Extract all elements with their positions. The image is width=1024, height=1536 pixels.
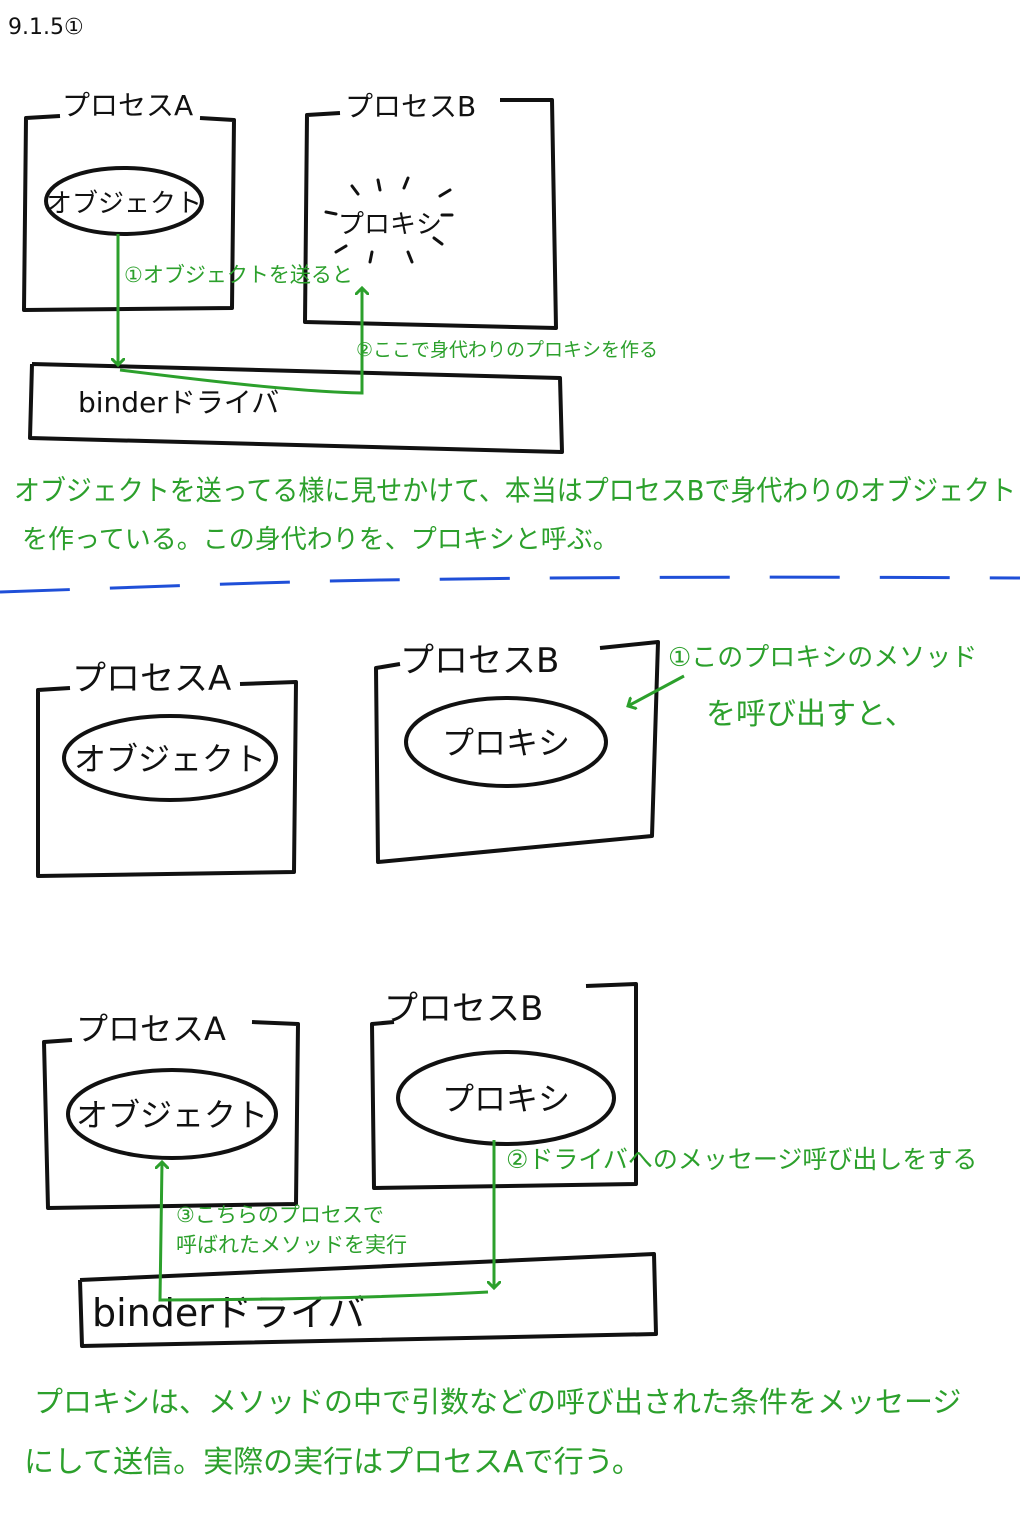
section-divider (0, 575, 1021, 594)
proxy-burst (324, 176, 454, 264)
note-line-1: プロキシは、メソッドの中で引数などの呼び出された条件をメッセージ (34, 1385, 961, 1419)
binder-driver-box (78, 1252, 658, 1348)
process-a-box (42, 1020, 300, 1210)
process-b-label: プロセスB (384, 989, 543, 1029)
object-label: オブジェクト (46, 189, 202, 219)
date-label: 9.1.5① (8, 15, 84, 40)
proxy-ellipse (396, 1050, 616, 1146)
process-a-label: プロセスA (62, 89, 193, 122)
call-method-arrow (628, 674, 685, 706)
binder-driver-label: binderドライバ (78, 386, 279, 419)
binder-driver-box (28, 362, 564, 454)
process-a-box (36, 680, 298, 878)
process-b-box (303, 98, 558, 330)
process-a-label: プロセスA (72, 659, 231, 699)
object-ellipse (62, 714, 278, 802)
step1-label-line-1: ①このプロキシのメソッド (668, 643, 977, 673)
step2-label: ②ここで身代わりのプロキシを作る (356, 339, 658, 361)
note-line-2: にして送信。実際の実行はプロセスAで行う。 (24, 1445, 642, 1480)
create-proxy-arrow (119, 288, 362, 395)
process-b-label: プロセスB (345, 90, 476, 123)
process-b-box (374, 640, 660, 864)
proxy-label: プロキシ (338, 210, 442, 240)
note-line-2: を作っている。この身代わりを、プロキシと呼ぶ。 (22, 525, 619, 555)
section-1: プロセスA オブジェクト プロセスB プロキシ binderドライバ ①オブジェ… (14, 89, 1016, 555)
process-a-box (22, 114, 236, 312)
note-line-1: オブジェクトを送ってる様に見せかけて、本当はプロセスBで身代わりのオブジェクト (14, 474, 1016, 507)
proxy-label: プロキシ (442, 1080, 570, 1118)
step1-label-line-2: を呼び出すと、 (706, 697, 915, 732)
step2-label: ②ドライバへのメッセージ呼び出しをする (506, 1145, 977, 1174)
section-3: プロセスA オブジェクト プロセスB プロキシ binderドライバ ②ドライバ… (24, 982, 977, 1480)
step3-label-line-1: ③こちらのプロセスで (176, 1203, 384, 1227)
object-ellipse (66, 1068, 278, 1160)
process-b-box (370, 982, 638, 1190)
step1-label: ①オブジェクトを送ると (124, 263, 353, 287)
section-2: プロセスA オブジェクト プロセスB プロキシ ①このプロキシのメソッド を呼び… (36, 640, 977, 878)
object-label: オブジェクト (76, 1096, 268, 1134)
process-b-label: プロセスB (400, 641, 559, 681)
execute-method-arrow (160, 1162, 489, 1302)
object-label: オブジェクト (74, 740, 266, 778)
process-a-label: プロセスA (76, 1010, 226, 1048)
proxy-ellipse (404, 696, 608, 788)
step3-label-line-2: 呼ばれたメソッドを実行 (176, 1233, 407, 1257)
object-ellipse (44, 166, 204, 236)
proxy-label: プロキシ (442, 724, 570, 762)
